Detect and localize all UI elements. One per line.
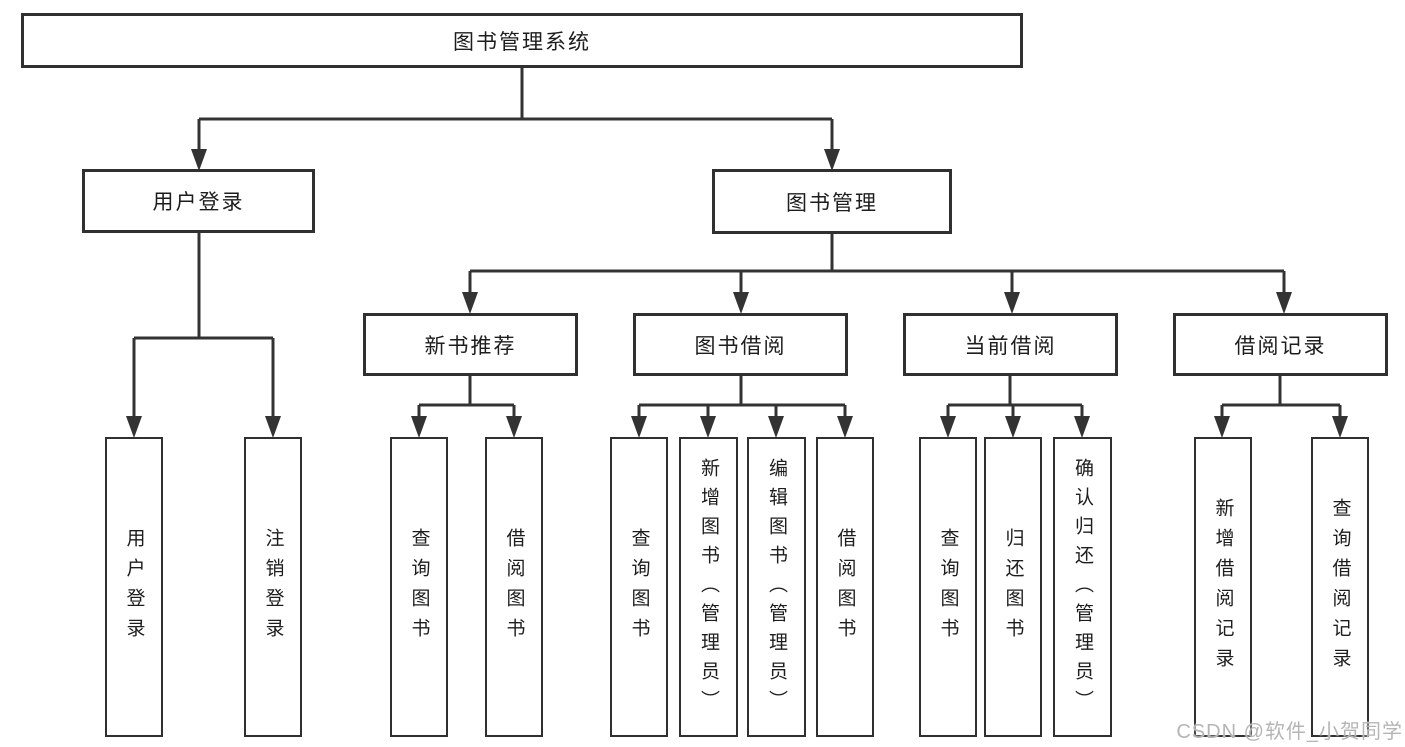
leaf-current-return-books-label: 归还图书 <box>1002 528 1024 648</box>
node-book-management: 图书管理 <box>712 169 952 234</box>
leaf-borrow-query-books-label: 查询图书 <box>628 528 650 648</box>
leaf-recommend-borrow-books: 借阅图书 <box>485 437 543 737</box>
leaf-records-add-record-label: 新增借阅记录 <box>1212 498 1234 678</box>
leaf-user-login-label: 用户登录 <box>123 528 145 648</box>
leaf-current-query-books-label: 查询图书 <box>937 528 959 648</box>
node-new-book-recommend: 新书推荐 <box>363 313 578 376</box>
node-user-login-group-label: 用户登录 <box>152 191 245 214</box>
leaf-current-confirm-return-admin: 确认归还（管理员） <box>1053 437 1112 737</box>
node-current-borrow-label: 当前借阅 <box>964 334 1057 358</box>
leaf-recommend-borrow-books-label: 借阅图书 <box>503 528 525 648</box>
leaf-borrow-borrow-books-label: 借阅图书 <box>834 528 856 648</box>
node-user-login-group: 用户登录 <box>82 169 315 233</box>
leaf-recommend-query-books-label: 查询图书 <box>408 528 430 648</box>
leaf-current-query-books: 查询图书 <box>919 437 977 737</box>
node-root-library-system: 图书管理系统 <box>21 13 1023 68</box>
leaf-logout: 注销登录 <box>244 437 302 737</box>
leaf-borrow-add-books-admin: 新增图书（管理员） <box>679 437 738 737</box>
csdn-watermark: CSDN @软件_小贺同学 <box>1176 721 1403 743</box>
leaf-recommend-query-books: 查询图书 <box>390 437 448 737</box>
node-root-label: 图书管理系统 <box>453 30 591 54</box>
leaf-logout-label: 注销登录 <box>262 528 284 648</box>
leaf-borrow-query-books: 查询图书 <box>610 437 668 737</box>
connector-strokes <box>132 68 1342 419</box>
leaf-records-add-record: 新增借阅记录 <box>1194 437 1252 737</box>
leaf-borrow-borrow-books: 借阅图书 <box>816 437 874 737</box>
leaf-current-return-books: 归还图书 <box>984 437 1042 737</box>
leaf-user-login: 用户登录 <box>105 437 163 737</box>
leaf-borrow-edit-books-admin: 编辑图书（管理员） <box>747 437 806 737</box>
node-borrow-records-label: 借阅记录 <box>1234 334 1327 358</box>
node-new-book-recommend-label: 新书推荐 <box>424 334 517 358</box>
node-book-borrow-label: 图书借阅 <box>694 334 787 358</box>
node-book-borrow: 图书借阅 <box>633 313 848 376</box>
node-book-management-label: 图书管理 <box>786 191 878 215</box>
leaf-records-query-record-label: 查询借阅记录 <box>1329 498 1351 678</box>
leaf-records-query-record: 查询借阅记录 <box>1311 437 1369 737</box>
node-current-borrow: 当前借阅 <box>903 313 1118 376</box>
leaf-current-confirm-return-admin-label: 确认归还（管理员） <box>1072 457 1093 719</box>
arrowheads <box>126 149 1348 438</box>
leaf-borrow-edit-books-admin-label: 编辑图书（管理员） <box>766 457 787 719</box>
node-borrow-records: 借阅记录 <box>1173 313 1388 376</box>
leaf-borrow-add-books-admin-label: 新增图书（管理员） <box>698 457 719 719</box>
